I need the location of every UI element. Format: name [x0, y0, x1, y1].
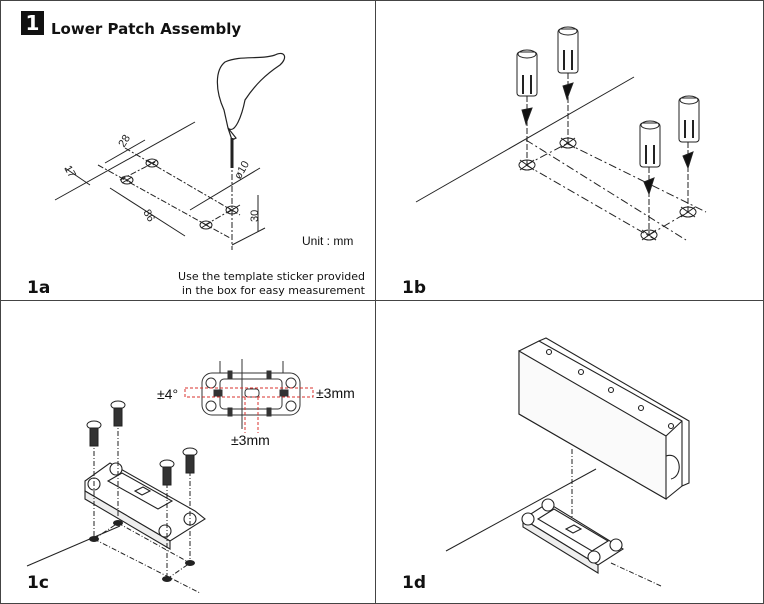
panel-label-1d: 1d	[402, 573, 426, 593]
hole-mark	[199, 220, 213, 230]
hole-mark	[225, 205, 239, 215]
floor-edge-line	[445, 468, 597, 552]
vertical-divider	[375, 0, 376, 604]
hole-mark	[640, 229, 658, 241]
floor-edge-line	[415, 76, 635, 203]
hole-mark	[518, 159, 536, 171]
panel-label-1c: 1c	[27, 573, 49, 593]
note-line-2: in the box for easy measurement	[181, 284, 365, 297]
patch-mounting-diagram	[445, 337, 690, 587]
screw-icon	[182, 447, 198, 474]
unit-label: Unit : mm	[302, 234, 354, 248]
drilling-diagram: 28 17 86 ø10 30	[54, 52, 286, 250]
anchor-insertion-diagram	[415, 26, 707, 241]
floor-hole-marks	[89, 520, 195, 582]
horizontal-divider	[0, 300, 764, 301]
hole-mark	[679, 206, 697, 218]
panel-1b: 1b	[376, 0, 764, 300]
tolerance-bottom: ±3mm	[231, 432, 270, 448]
tolerance-guides	[184, 387, 314, 433]
dim-28: 28	[116, 133, 133, 150]
step-number-badge: 1	[21, 11, 44, 35]
floor-edge-line	[26, 525, 121, 567]
screw-icon	[86, 420, 102, 447]
template-note: Use the template sticker provided in the…	[178, 270, 365, 298]
screw-icon	[110, 400, 126, 427]
screw-icon	[159, 459, 175, 486]
patch-base-plate	[521, 498, 625, 574]
wall-anchor-icon	[639, 120, 661, 235]
glass-patch-fitting	[518, 337, 690, 500]
panel-1c: ±4° ±3mm ±3mm 1c	[0, 301, 375, 604]
patch-base-plate	[84, 462, 206, 550]
dim-17: 17	[61, 164, 78, 181]
wall-anchor-icon	[516, 49, 538, 165]
hole-mark	[145, 158, 159, 168]
panel-label-1a: 1a	[27, 278, 51, 298]
note-line-1: Use the template sticker provided	[178, 270, 365, 283]
section-title: Lower Patch Assembly	[51, 20, 242, 38]
patch-fixing-diagram	[26, 359, 314, 594]
wall-anchor-icon	[678, 95, 700, 212]
panel-label-1b: 1b	[402, 278, 426, 298]
floor-edge-line	[54, 121, 196, 201]
wall-anchor-icon	[557, 26, 579, 143]
tolerance-angle: ±4°	[157, 386, 179, 402]
drill-icon	[216, 52, 286, 168]
adjustment-top-view	[201, 359, 301, 429]
panel-1d: 1d	[376, 301, 764, 604]
panel-1a: 1 Lower Patch Assembly	[0, 0, 375, 300]
tolerance-side: ±3mm	[316, 385, 355, 401]
hole-mark	[120, 175, 134, 185]
dim-diameter-10: ø10	[232, 159, 252, 181]
dim-30: 30	[249, 210, 261, 222]
dim-86: 86	[140, 208, 157, 225]
hole-mark	[559, 137, 577, 149]
